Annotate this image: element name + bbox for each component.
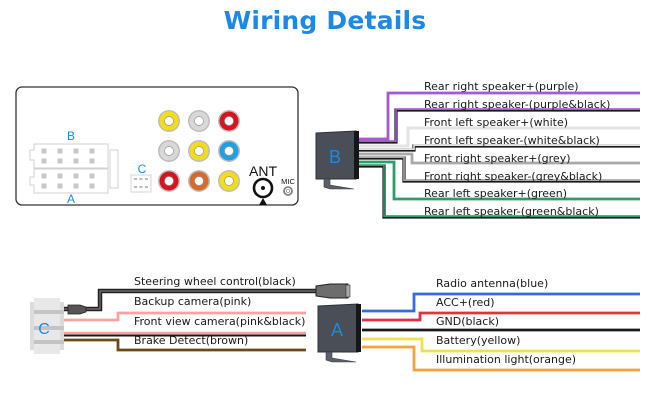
wire-c-1 bbox=[64, 283, 351, 315]
wire-label: Rear left speaker-(green&black) bbox=[424, 205, 599, 218]
wire-label: Front right speaker-(grey&black) bbox=[424, 170, 602, 183]
wire-label: Front left speaker+(white) bbox=[424, 116, 568, 129]
rca-jack-red bbox=[218, 110, 240, 132]
connector-c-pins bbox=[134, 178, 148, 188]
rca-jack-grid bbox=[158, 110, 240, 192]
connector-label-b: B bbox=[67, 129, 75, 143]
connector-b-harness: Rear right speaker+(purple) Rear right sp… bbox=[315, 80, 640, 219]
wire-label: Front left speaker-(white&black) bbox=[424, 134, 600, 147]
wire-label: ACC+(red) bbox=[436, 296, 495, 309]
wire-b-7 bbox=[358, 160, 640, 201]
wire-label: Rear right speaker+(purple) bbox=[424, 80, 579, 93]
antenna-port-icon bbox=[252, 177, 274, 205]
wire-b-5 bbox=[358, 152, 640, 165]
head-unit-rear-panel: B A C ANT MIC bbox=[15, 86, 299, 206]
connector-letter: B bbox=[329, 147, 341, 167]
rca-jack-yellow bbox=[158, 110, 180, 132]
wire-label: Rear right speaker-(purple&black) bbox=[424, 98, 610, 111]
connector-letter: A bbox=[331, 320, 343, 340]
wire-b-6 bbox=[358, 156, 640, 183]
connector-label-a: A bbox=[67, 192, 75, 206]
wire-b-3 bbox=[358, 126, 640, 148]
wire-b-2 bbox=[358, 108, 640, 144]
wire-label: Battery(yellow) bbox=[436, 334, 520, 347]
connector-a-harness: Radio antenna(blue) ACC+(red) GND(black) Ba… bbox=[317, 277, 640, 372]
connector-c-harness: C Steering wheel control(black) Backup cam… bbox=[30, 275, 351, 354]
wire-label: Illumination light(orange) bbox=[436, 353, 576, 366]
rca-jack-orange bbox=[188, 170, 210, 192]
wire-label: Front right speaker+(grey) bbox=[424, 152, 571, 165]
mic-label: MIC bbox=[281, 177, 295, 186]
wire-a-4 bbox=[362, 337, 640, 353]
wire-label: GND(black) bbox=[436, 315, 499, 328]
ant-label: ANT bbox=[249, 163, 277, 179]
rca-jack-blue bbox=[218, 140, 240, 162]
page-title: Wiring Details bbox=[223, 6, 427, 35]
rca-jack-yellow bbox=[188, 140, 210, 162]
wire-c-4 bbox=[64, 338, 306, 352]
wire-label: Steering wheel control(black) bbox=[134, 275, 296, 288]
rca-jack-white bbox=[188, 110, 210, 132]
wire-label: Front view camera(pink&black) bbox=[134, 315, 305, 328]
connector-b-plug: B bbox=[315, 130, 359, 190]
wire-b-1 bbox=[358, 91, 640, 141]
wire-label: Brake Detect(brown) bbox=[134, 334, 248, 347]
connector-label-c: C bbox=[138, 162, 147, 176]
wire-b-4 bbox=[358, 144, 640, 152]
wire-c-2 bbox=[64, 311, 306, 322]
wire-a-2 bbox=[362, 311, 640, 322]
connector-c-plug: C bbox=[30, 298, 64, 354]
rca-jack-red bbox=[158, 170, 180, 192]
wire-b-8 bbox=[358, 164, 640, 219]
rca-jack-yellow bbox=[218, 170, 240, 192]
wire-label: Rear left speaker+(green) bbox=[424, 187, 567, 200]
wire-a-5 bbox=[362, 345, 640, 372]
connector-c-socket bbox=[130, 174, 152, 193]
wire-label: Backup camera(pink) bbox=[134, 295, 251, 308]
wire-a-1 bbox=[362, 292, 640, 313]
iso-connector-socket bbox=[29, 143, 119, 194]
connector-a-plug: A bbox=[317, 303, 361, 363]
connector-letter: C bbox=[38, 321, 50, 338]
mic-port-icon bbox=[283, 186, 293, 196]
rca-jack-white bbox=[158, 140, 180, 162]
wire-c-3 bbox=[64, 331, 306, 337]
wire-label: Radio antenna(blue) bbox=[436, 277, 548, 290]
